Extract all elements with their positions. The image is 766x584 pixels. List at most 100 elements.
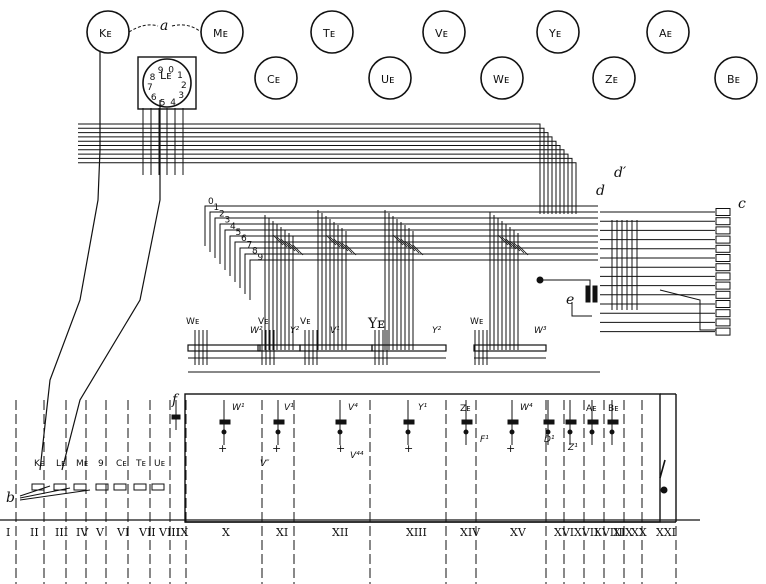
roman-numeral: XX: [631, 526, 647, 539]
roman-numeral: XVII: [574, 526, 598, 539]
label-d: d: [596, 183, 605, 199]
roman-numeral: I: [6, 526, 10, 539]
bus-label-y2-a: Y²: [290, 326, 299, 336]
dial-digit: 5: [160, 98, 166, 108]
circle-label-ze: Zᴇ: [605, 73, 618, 86]
circle-we: [480, 56, 524, 100]
circle-ze: [592, 56, 636, 100]
roman-numeral: XIX: [613, 526, 633, 539]
dial-digit: 4: [170, 98, 176, 108]
wire-number: 9: [258, 253, 264, 263]
relay-label-ae: Aᴇ: [586, 404, 597, 414]
plus-sign: +: [404, 442, 413, 455]
roman-numeral: VI: [116, 526, 129, 539]
plus-sign: +: [272, 442, 281, 455]
roman-numeral: IX: [176, 526, 188, 539]
roman-numeral: XI: [276, 526, 288, 539]
circle-be: [714, 56, 758, 100]
column-label: Kᴇ: [34, 459, 44, 469]
bus-label-v1: V¹: [330, 326, 340, 336]
column-label: Uᴇ: [154, 459, 165, 469]
label-d-prime: d′: [614, 165, 627, 181]
relay-label-ze: Zᴇ: [460, 404, 471, 414]
bus-label-we-2: Wᴇ: [470, 317, 483, 327]
column-label: Tᴇ: [135, 459, 146, 469]
roman-numeral: III: [55, 526, 68, 539]
roman-numeral: V: [95, 526, 105, 539]
relay-mark-d1: D¹: [544, 435, 555, 445]
column-label: Cᴇ: [116, 459, 127, 469]
bus-label-w2: W²: [250, 326, 263, 336]
plus-sign: +: [218, 442, 227, 455]
wire-number: 2: [219, 209, 225, 219]
dial-digit: 8: [150, 73, 156, 83]
circle-label-me: Mᴇ: [213, 27, 228, 40]
circle-label-we: Wᴇ: [493, 73, 509, 86]
circle-label-ae: Aᴇ: [659, 27, 672, 40]
circle-label-te: Tᴇ: [322, 27, 335, 40]
dial-digit: 2: [181, 81, 187, 91]
dial-digit: 1: [177, 71, 183, 81]
label-b: b: [6, 490, 15, 506]
column-label: Mᴇ: [76, 459, 88, 469]
circle-label-ke: Kᴇ: [99, 27, 112, 40]
relay-mark-v1: V¹: [284, 403, 294, 413]
relay-mark-w1: W¹: [232, 403, 245, 413]
roman-numeral: XII: [332, 526, 349, 539]
column-label: 9: [98, 459, 104, 469]
relay-mark-f1: F¹: [480, 435, 489, 445]
relay-mark-z1: Z¹: [567, 443, 578, 453]
bus-label-ye: Yᴇ: [367, 316, 385, 332]
wire-number: 0: [208, 197, 214, 207]
dial-label: Lᴇ: [160, 69, 172, 82]
wire-number: 6: [241, 234, 247, 244]
roman-numeral: VIII: [158, 526, 180, 539]
bus-label-we-1: Wᴇ: [186, 317, 199, 327]
column-label: Lᴇ: [56, 459, 65, 469]
relay-mark-y1: Y¹: [418, 403, 427, 413]
roman-numeral: XXI: [656, 526, 676, 539]
bus-label-ve-2: Vᴇ: [300, 317, 311, 327]
bus-label-ve-1: Vᴇ: [258, 317, 269, 327]
roman-numeral: XVIII: [594, 526, 623, 539]
circle-te: [310, 10, 354, 54]
roman-numeral: XV: [510, 526, 527, 539]
relay-mark-v44: V⁴⁴: [350, 451, 364, 461]
roman-numeral: VII: [138, 526, 156, 539]
circle-ve: [422, 10, 466, 54]
roman-numeral: IV: [76, 526, 89, 539]
bus-label-w3: W³: [534, 326, 547, 336]
bus-label-y2-b: Y²: [432, 326, 441, 336]
relay-mark-w4: W⁴: [520, 403, 533, 413]
wire-number: 4: [230, 222, 236, 232]
wire-number: 1: [214, 203, 220, 213]
circle-ce: [254, 56, 298, 100]
plus-sign: +: [336, 442, 345, 455]
dial-digit: 3: [178, 91, 184, 101]
circle-label-ye: Yᴇ: [548, 27, 561, 40]
relay-mark-v2: V″: [260, 459, 270, 469]
circle-label-be: Bᴇ: [727, 73, 740, 86]
dial-digit: 0: [168, 66, 174, 76]
wire-number: 7: [247, 240, 253, 250]
label-a: a: [160, 18, 168, 34]
dial-digit: 6: [151, 93, 157, 103]
circle-ye: [536, 10, 580, 54]
circle-ue: [368, 56, 412, 100]
dial-digit: 7: [147, 83, 153, 93]
relay-mark-v4: V⁴: [348, 403, 358, 413]
circle-label-ue: Uᴇ: [381, 73, 394, 86]
roman-numeral: X: [222, 526, 230, 539]
label-c: c: [738, 196, 746, 212]
wire-number: 5: [236, 228, 242, 238]
circle-ae: [646, 10, 690, 54]
roman-numeral: XVI: [554, 526, 574, 539]
relay-label-be: Bᴇ: [608, 404, 619, 414]
dial-digit: 9: [158, 66, 164, 76]
plus-sign: +: [506, 442, 515, 455]
label-e: e: [566, 292, 574, 308]
